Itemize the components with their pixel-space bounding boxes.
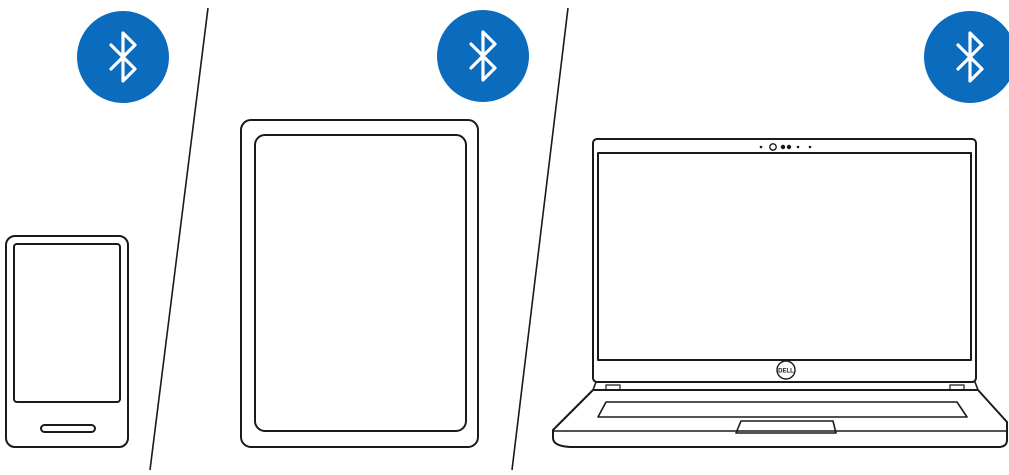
- laptop: DELL: [553, 139, 1007, 447]
- tablet-body: [241, 120, 478, 447]
- bluetooth-icon: [77, 11, 169, 103]
- webcam-array: [760, 144, 812, 150]
- laptop-screen: [598, 153, 971, 360]
- bluetooth-icon: [437, 10, 529, 102]
- laptop-base: [553, 390, 1007, 447]
- tablet: [241, 120, 478, 447]
- smartphone-body: [6, 236, 128, 447]
- smartphone: [6, 236, 128, 447]
- svg-text:DELL: DELL: [778, 369, 794, 375]
- smartphone-home-bar: [41, 425, 95, 432]
- laptop-hinge: [593, 382, 978, 390]
- bluetooth-icon: [924, 11, 1009, 103]
- bluetooth-badge: [924, 11, 1009, 103]
- laptop-keyboard: [598, 402, 967, 417]
- tablet-screen: [255, 135, 466, 431]
- laptop-lid: [593, 139, 976, 382]
- smartphone-screen: [14, 244, 120, 402]
- dell-logo: DELL: [777, 361, 795, 379]
